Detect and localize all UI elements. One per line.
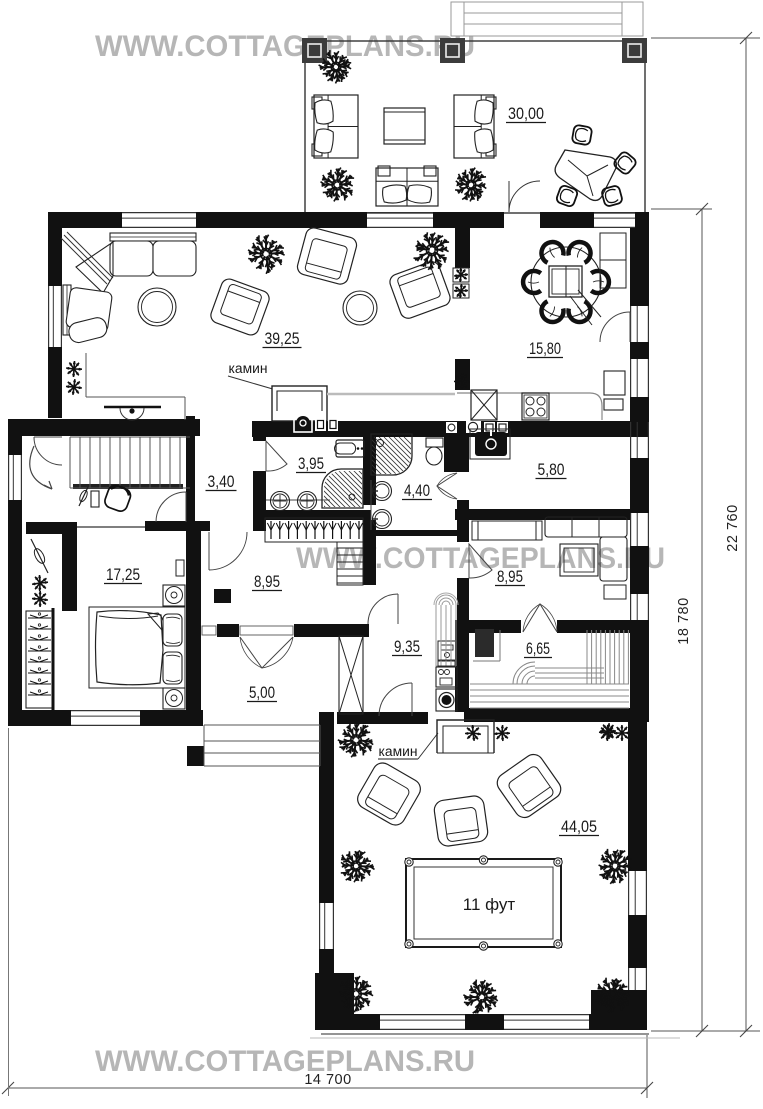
svg-text:30,00: 30,00 (508, 104, 544, 123)
svg-text:камин: камин (229, 361, 268, 376)
svg-text:11 фут: 11 фут (463, 895, 516, 914)
svg-text:3,95: 3,95 (298, 454, 324, 473)
svg-text:5,00: 5,00 (249, 683, 275, 702)
svg-text:5,80: 5,80 (538, 460, 565, 479)
svg-text:8,95: 8,95 (254, 572, 280, 591)
svg-text:WWW.COTTAGEPLANS.RU: WWW.COTTAGEPLANS.RU (296, 542, 665, 575)
svg-text:9,35: 9,35 (394, 637, 420, 656)
svg-text:WWW.COTTAGEPLANS.RU: WWW.COTTAGEPLANS.RU (95, 30, 475, 63)
svg-text:22 760: 22 760 (725, 504, 741, 551)
svg-text:3,40: 3,40 (208, 472, 235, 491)
svg-text:4,40: 4,40 (404, 481, 430, 500)
svg-text:WWW.COTTAGEPLANS.RU: WWW.COTTAGEPLANS.RU (95, 1045, 475, 1078)
svg-text:6,65: 6,65 (526, 639, 550, 658)
svg-text:15,80: 15,80 (529, 339, 561, 358)
svg-text:камин: камин (379, 744, 418, 759)
svg-text:14 700: 14 700 (304, 1072, 351, 1088)
svg-text:18 780: 18 780 (676, 597, 692, 644)
svg-text:39,25: 39,25 (265, 329, 300, 348)
svg-text:44,05: 44,05 (561, 817, 597, 836)
svg-text:8,95: 8,95 (497, 567, 523, 586)
svg-text:17,25: 17,25 (106, 565, 140, 584)
